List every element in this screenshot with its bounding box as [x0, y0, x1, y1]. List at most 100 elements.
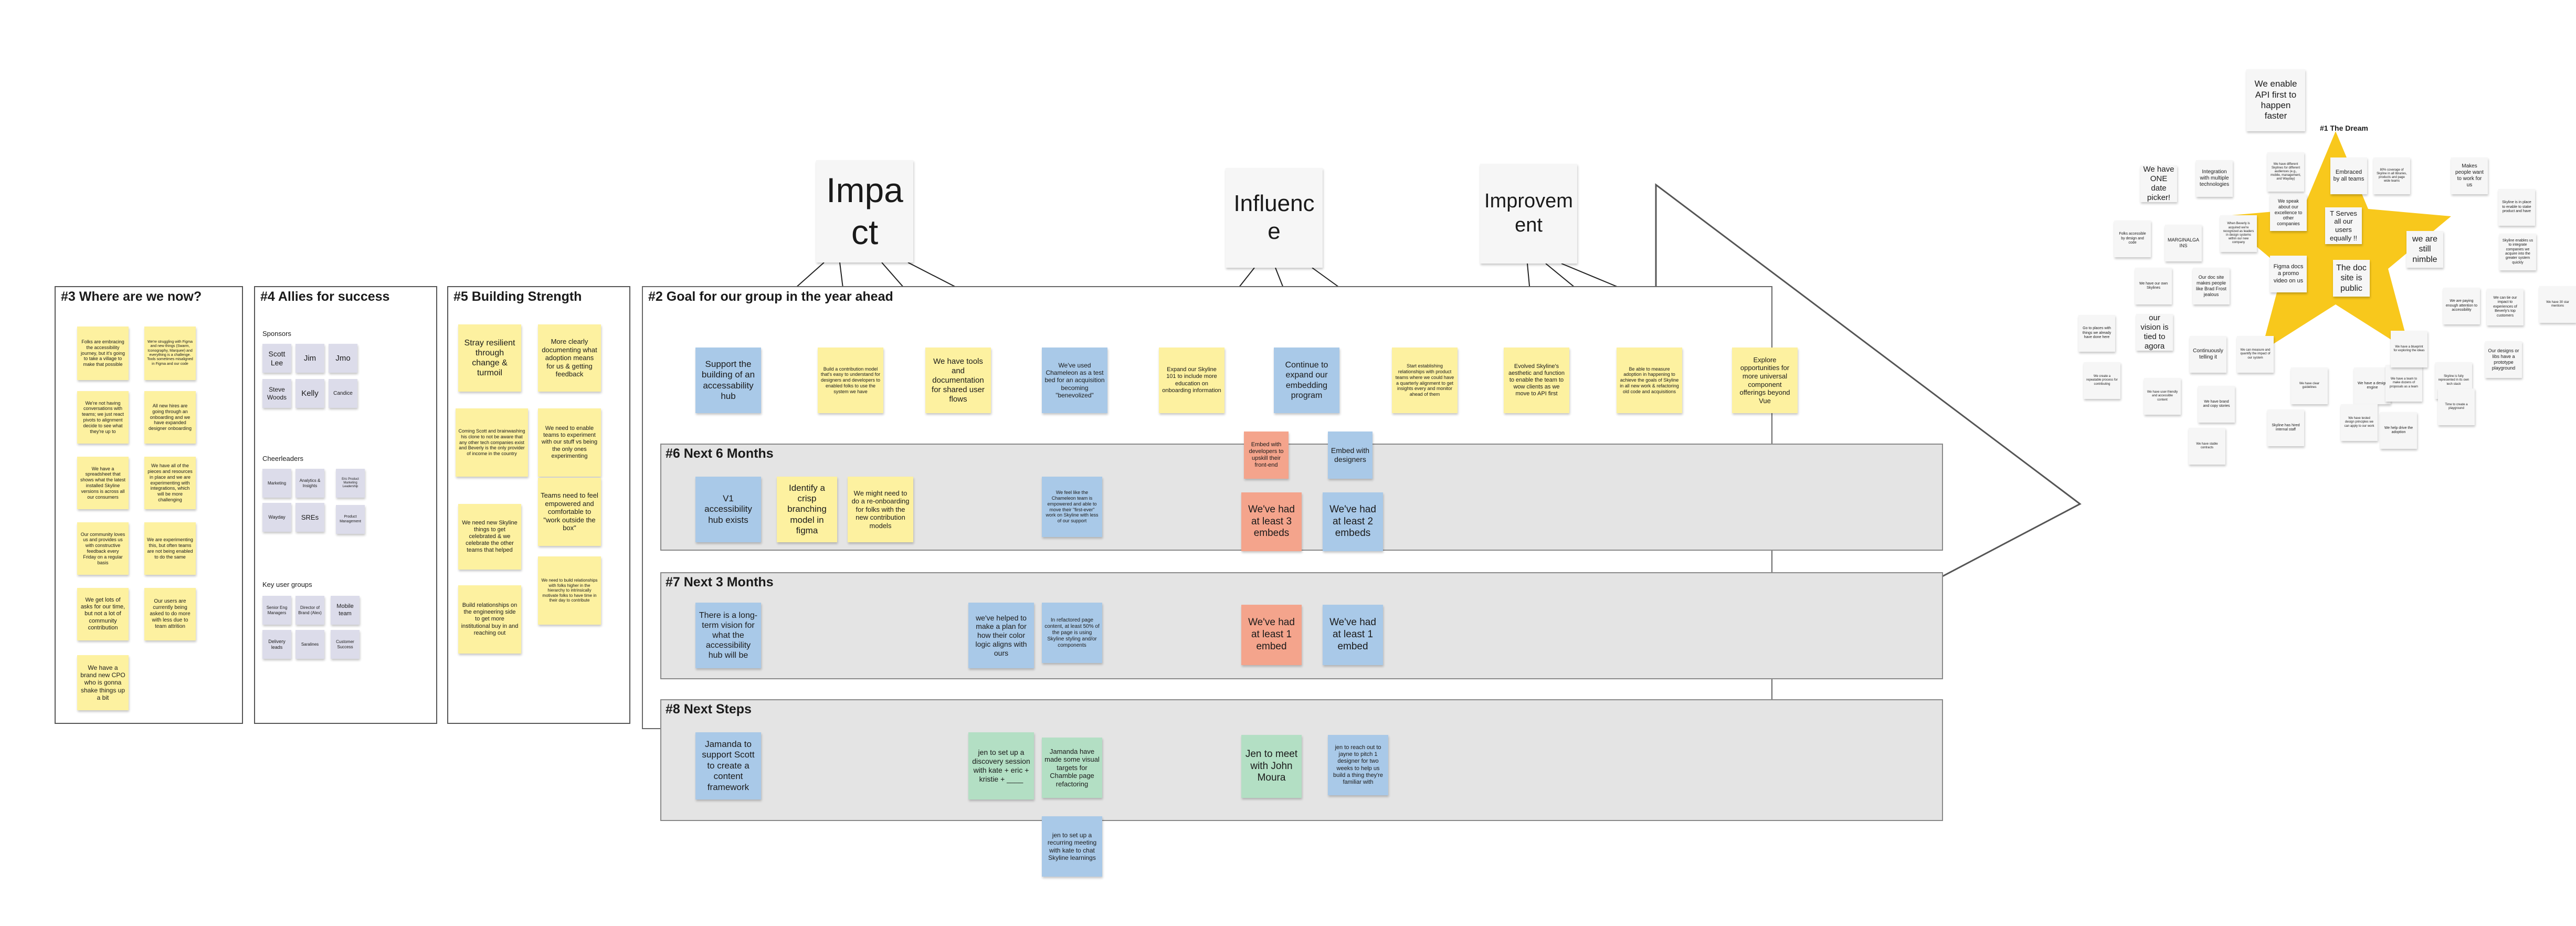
- next-step-note[interactable]: jen to reach out to jayne to pitch 1 des…: [1328, 735, 1388, 795]
- dream-note[interactable]: MARGINALGAINS: [2165, 225, 2202, 261]
- next-step-note[interactable]: Jen to meet with John Moura: [1241, 735, 1302, 798]
- dream-note[interactable]: We speak about our excellence to other c…: [2270, 194, 2307, 231]
- dream-note[interactable]: We have a design engine: [2354, 367, 2391, 404]
- dream-note[interactable]: Continuously telling it: [2190, 336, 2226, 373]
- dream-note[interactable]: The doc site is public: [2333, 260, 2370, 297]
- sticky-note[interactable]: We need to build relationships with folk…: [538, 556, 601, 625]
- improvement-header[interactable]: Improvement: [1480, 164, 1577, 264]
- six-month-note[interactable]: Identify a crisp branching model in figm…: [777, 477, 837, 542]
- three-month-note[interactable]: We've had at least 1 embed: [1323, 605, 1383, 665]
- three-month-note[interactable]: We've had at least 1 embed: [1241, 605, 1302, 665]
- sticky-note[interactable]: We're struggling with Figma and new thin…: [144, 327, 196, 380]
- sponsor-note[interactable]: Jim: [295, 344, 324, 373]
- goal-note[interactable]: Be able to measure adoption in happening…: [1617, 348, 1682, 413]
- dream-note[interactable]: We have ONE date picker!: [2140, 165, 2177, 202]
- sticky-note[interactable]: Teams need to feel empowered and comfort…: [538, 478, 601, 546]
- cheerleader-note[interactable]: Eric Product Marketing Leadership: [336, 469, 365, 498]
- dream-note[interactable]: Skyline enables us to integrate companie…: [2499, 234, 2536, 270]
- six-month-note[interactable]: We feel like the Chameleon team is empow…: [1042, 477, 1102, 537]
- sticky-note[interactable]: We have a brand new CPO who is gonna sha…: [77, 655, 129, 710]
- dream-note[interactable]: We can tie our impact to experiences of …: [2487, 289, 2524, 325]
- user-group-note[interactable]: Delivery leads: [262, 630, 291, 659]
- sponsor-note[interactable]: Jmo: [329, 344, 357, 373]
- dream-top-note[interactable]: We enable API first to happen faster: [2246, 69, 2305, 131]
- sticky-note[interactable]: We are experimenting this, but often tea…: [144, 522, 196, 575]
- dream-note[interactable]: 80% coverage of Skyline in all libraries…: [2373, 157, 2410, 194]
- dream-note[interactable]: We are paying enough attention to access…: [2443, 288, 2480, 324]
- dream-note[interactable]: We have 30 star mentions: [2539, 286, 2576, 323]
- goal-note[interactable]: We have tools and documentation for shar…: [925, 348, 991, 413]
- goal-note[interactable]: Start establishing relationships with pr…: [1392, 348, 1458, 413]
- six-month-note[interactable]: We've had at least 3 embeds: [1241, 492, 1302, 551]
- sticky-note[interactable]: We get lots of asks for our time, but no…: [77, 588, 129, 640]
- sticky-note[interactable]: We have a spreadsheet that shows what th…: [77, 457, 129, 509]
- dream-note[interactable]: We have a team to make dozens of proposa…: [2385, 365, 2422, 402]
- cheerleader-note[interactable]: Marketing: [262, 469, 291, 498]
- cheerleader-note[interactable]: Wayday: [262, 503, 291, 532]
- dream-note[interactable]: our vision is tied to agora: [2136, 314, 2173, 351]
- lane-next-3-months[interactable]: #7 Next 3 Months: [660, 572, 1943, 679]
- dream-note[interactable]: We have clear guidelines: [2291, 367, 2328, 404]
- goal-note[interactable]: We've used Chameleon as a test bed for a…: [1042, 348, 1107, 413]
- dream-note[interactable]: We have brand and copy stories: [2198, 386, 2235, 423]
- sticky-note[interactable]: Coming Scott and brainwashing his clone …: [456, 408, 528, 477]
- user-group-note[interactable]: Senior Eng Managers: [262, 596, 291, 625]
- cheerleader-note[interactable]: Product Management: [336, 505, 365, 534]
- goal-note[interactable]: Support the building of an accessability…: [695, 348, 761, 413]
- dream-note[interactable]: we are still nimble: [2406, 231, 2443, 268]
- goal-note[interactable]: Evolved Skyline's aesthetic and function…: [1504, 348, 1569, 413]
- next-step-note[interactable]: Jamanda to support Scott to create a con…: [695, 732, 761, 799]
- sticky-note[interactable]: We need new Skyline things to get celebr…: [458, 504, 521, 570]
- dream-note[interactable]: When Beverly is acquired we're recognize…: [2220, 215, 2257, 252]
- goal-note[interactable]: Expand our Skyline 101 to include more e…: [1159, 348, 1224, 413]
- sponsor-note[interactable]: Kelly: [295, 379, 324, 408]
- sticky-note[interactable]: We have all of the pieces and resources …: [144, 457, 196, 509]
- cheerleader-note[interactable]: SREs: [295, 503, 324, 532]
- six-month-note[interactable]: Embed with designers: [1328, 432, 1373, 479]
- dream-note[interactable]: We have user-friendly and accessible con…: [2144, 378, 2181, 415]
- dream-note[interactable]: We create a repeatable process for contr…: [2084, 362, 2120, 399]
- dream-note[interactable]: We help drive the adoption: [2380, 412, 2417, 449]
- lane-next-steps[interactable]: #8 Next Steps: [660, 699, 1943, 821]
- six-month-note[interactable]: V1 accessibility hub exists: [695, 477, 761, 542]
- user-group-note[interactable]: Mobile team: [331, 596, 360, 625]
- goal-note[interactable]: Build a contribution model that's easy t…: [818, 348, 883, 413]
- goal-note[interactable]: Continue to expand our embedding program: [1274, 348, 1339, 413]
- dream-note[interactable]: Time to create a playground: [2438, 388, 2475, 425]
- dream-note[interactable]: T Serves all our users equally !!: [2325, 207, 2362, 244]
- six-month-note[interactable]: We might need to do a re-onboarding for …: [848, 477, 913, 542]
- dream-note[interactable]: Integration with multiple technologies: [2196, 160, 2233, 197]
- sticky-note[interactable]: Stray resilient through change & turmoil: [458, 324, 521, 392]
- user-group-note[interactable]: Director of Brand (Alex): [295, 596, 324, 625]
- dream-note[interactable]: Embraced by all teams: [2330, 157, 2367, 194]
- dream-note[interactable]: We can measure and quantify the impact o…: [2237, 336, 2274, 373]
- user-group-note[interactable]: Customer Success: [331, 630, 360, 659]
- dream-note[interactable]: Our doc site makes people like Brad Fros…: [2193, 268, 2230, 304]
- sticky-note[interactable]: All new hires are going through an onboa…: [144, 391, 196, 444]
- sticky-note[interactable]: Our users are currently being asked to d…: [144, 588, 196, 640]
- dream-note[interactable]: We have different Skylines for different…: [2267, 152, 2304, 192]
- six-month-note[interactable]: Embed with developers to upskill their f…: [1244, 432, 1289, 479]
- three-month-note[interactable]: There is a long-term vision for what the…: [695, 603, 761, 668]
- next-step-note[interactable]: jen to set up a recurring meeting with k…: [1042, 816, 1102, 877]
- sponsor-note[interactable]: Candice: [329, 379, 357, 408]
- dream-note[interactable]: Skyline has hired internal staff: [2267, 409, 2304, 446]
- sticky-note[interactable]: We need to enable teams to experiment wi…: [538, 408, 601, 477]
- dream-note[interactable]: We have stable contracts: [2189, 428, 2225, 465]
- three-month-note[interactable]: we've helped to make a plan for how thei…: [968, 603, 1034, 668]
- dream-note[interactable]: We have our own Skylines: [2135, 268, 2172, 304]
- impact-header[interactable]: Impact: [816, 160, 913, 262]
- three-month-note[interactable]: In refactored page content, at least 50%…: [1042, 603, 1102, 663]
- next-step-note[interactable]: Jamanda have made some visual targets fo…: [1042, 738, 1102, 798]
- sticky-note[interactable]: Our community loves us and provides us w…: [77, 522, 129, 575]
- dream-note[interactable]: Skyline is in place to enable to stake p…: [2498, 189, 2535, 226]
- sponsor-note[interactable]: Scott Lee: [262, 344, 291, 373]
- dream-note[interactable]: Go to places with things we already have…: [2078, 315, 2115, 352]
- user-group-note[interactable]: Saralines: [295, 630, 324, 659]
- sticky-note[interactable]: Folks are embracing the accessibility jo…: [77, 327, 129, 380]
- goal-note[interactable]: Explore opportunities for more universal…: [1732, 348, 1798, 413]
- influence-header[interactable]: Influence: [1226, 168, 1323, 268]
- dream-note[interactable]: Our designs or libs have a prototype pla…: [2485, 341, 2522, 378]
- six-month-note[interactable]: We've had at least 2 embeds: [1323, 492, 1383, 551]
- sticky-note[interactable]: Build relationships on the engineering s…: [458, 585, 521, 654]
